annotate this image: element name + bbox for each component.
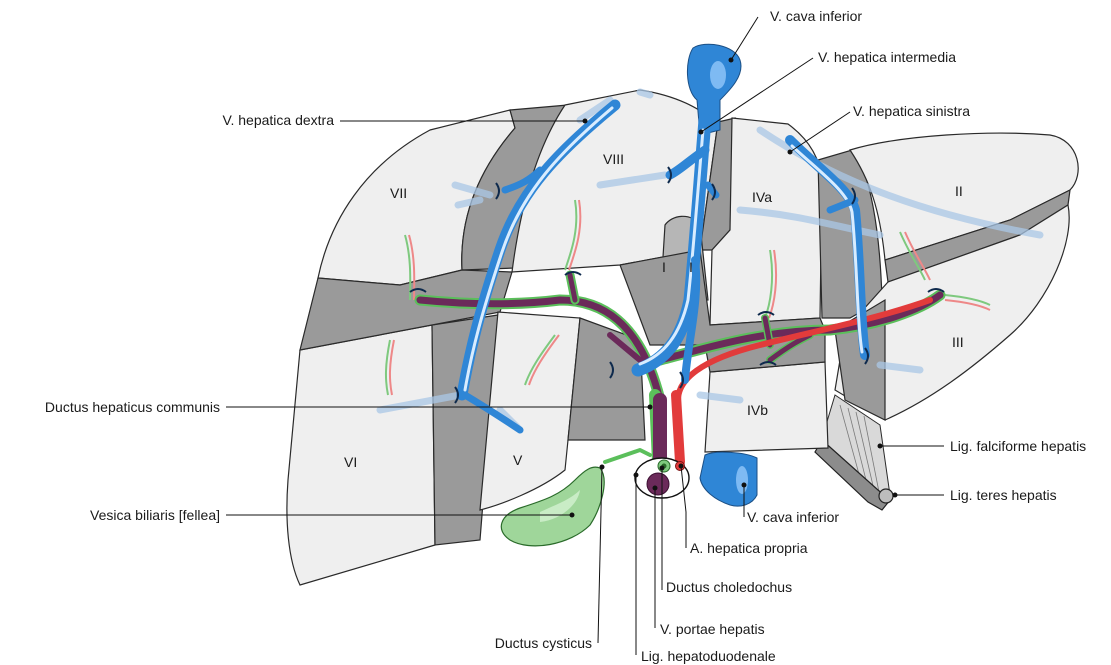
label-v-portae-hepatis: V. portae hepatis <box>660 621 765 637</box>
segment-i-label-a: I <box>662 259 666 275</box>
segment-v-label: V <box>513 452 523 468</box>
label-v-hepatica-intermedia: V. hepatica intermedia <box>818 49 956 65</box>
segment-iii-label: III <box>952 334 964 350</box>
segment-iva-label: IVa <box>752 189 772 205</box>
label-lig-teres: Lig. teres hepatis <box>950 487 1057 503</box>
label-ductus-cysticus: Ductus cysticus <box>495 635 592 651</box>
label-vci-top: V. cava inferior <box>770 8 862 24</box>
segment-ivb-label: IVb <box>747 402 768 418</box>
label-vci-bottom: V. cava inferior <box>747 509 839 525</box>
label-a-hepatica-propria: A. hepatica propria <box>690 540 808 556</box>
label-v-hepatica-dextra: V. hepatica dextra <box>222 112 334 128</box>
segment-i-label-b: I <box>689 259 693 275</box>
ivc-lower <box>700 452 757 506</box>
segment-vi-label: VI <box>344 454 357 470</box>
label-ductus-choledochus: Ductus choledochus <box>666 579 792 595</box>
segment-viii-label: VIII <box>603 151 624 167</box>
label-lig-hepatoduodenale: Lig. hepatoduodenale <box>641 648 776 664</box>
label-vesica-biliaris: Vesica biliaris [fellea] <box>90 507 220 523</box>
segment-ii-label: II <box>955 183 963 199</box>
label-lig-falciforme: Lig. falciforme hepatis <box>950 438 1086 454</box>
label-v-hepatica-sinistra: V. hepatica sinistra <box>853 103 970 119</box>
segment-vii-label: VII <box>390 185 407 201</box>
segment-vi-block <box>287 325 435 585</box>
label-ductus-hepaticus-communis: Ductus hepaticus communis <box>45 399 220 415</box>
